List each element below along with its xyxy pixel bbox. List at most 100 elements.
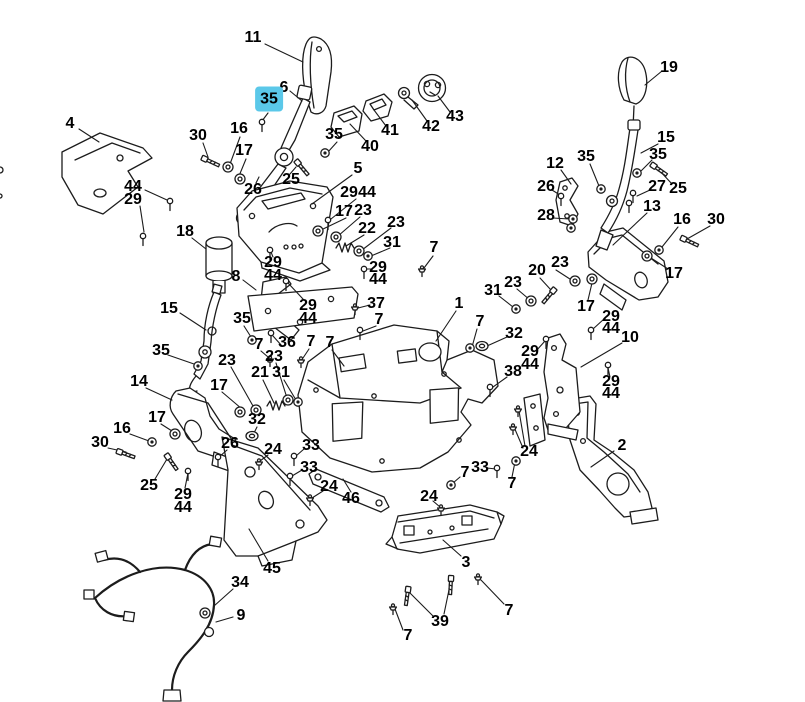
callout-7-41[interactable]: 7 [325, 334, 335, 351]
callout-17-46[interactable]: 17 [210, 377, 228, 394]
callout-16-90[interactable]: 16 [673, 211, 691, 228]
callout-32-66[interactable]: 32 [505, 325, 523, 342]
callout-22-22[interactable]: 22 [358, 220, 376, 237]
callout-5-17[interactable]: 5 [353, 160, 363, 177]
callout-12-82[interactable]: 12 [546, 155, 564, 172]
callout-35-12[interactable]: 35 [325, 126, 343, 143]
callout-7-97[interactable]: 7 [460, 464, 470, 481]
callout-26-85[interactable]: 26 [537, 178, 555, 195]
callout-7-64[interactable]: 7 [429, 239, 439, 256]
callout-29-18[interactable]: 29 [340, 184, 358, 201]
callout-44-29[interactable]: 44 [369, 271, 387, 288]
callout-24-55[interactable]: 24 [264, 441, 282, 458]
callout-29-26[interactable]: 29 [264, 254, 282, 271]
callout-23-67[interactable]: 23 [504, 274, 522, 291]
callout-19-80[interactable]: 19 [660, 59, 678, 76]
callout-23-23[interactable]: 23 [387, 214, 405, 231]
callout-16-3[interactable]: 16 [230, 120, 248, 137]
callout-21-43[interactable]: 21 [251, 364, 269, 381]
callout-29-78[interactable]: 29 [602, 373, 620, 390]
callout-4-6[interactable]: 4 [65, 115, 75, 132]
callout-9-62[interactable]: 9 [236, 607, 246, 624]
callout-31-44[interactable]: 31 [272, 364, 290, 381]
callout-17-92[interactable]: 17 [665, 265, 683, 282]
callout-44-19[interactable]: 44 [358, 184, 376, 201]
callout-44-27[interactable]: 44 [264, 267, 282, 284]
callout-17-71[interactable]: 17 [577, 298, 595, 315]
callout-7-95[interactable]: 7 [507, 475, 517, 492]
callout-25-50[interactable]: 25 [140, 477, 158, 494]
callout-17-4[interactable]: 17 [235, 142, 253, 159]
callout-7-33[interactable]: 7 [374, 311, 384, 328]
callout-25-10[interactable]: 25 [282, 171, 300, 188]
callout-35-84[interactable]: 35 [649, 146, 667, 163]
callout-30-91[interactable]: 30 [707, 211, 725, 228]
callout-32-54[interactable]: 32 [248, 411, 266, 428]
callout-16-48[interactable]: 16 [113, 420, 131, 437]
callout-15-81[interactable]: 15 [657, 129, 675, 146]
callout-6-1[interactable]: 6 [279, 79, 289, 96]
callout-26-53[interactable]: 26 [221, 435, 239, 452]
callout-33-57[interactable]: 33 [300, 459, 318, 476]
callout-31-24[interactable]: 31 [383, 234, 401, 251]
callout-23-42[interactable]: 23 [265, 348, 283, 365]
callout-42-15[interactable]: 42 [422, 118, 440, 135]
callout-31-68[interactable]: 31 [484, 282, 502, 299]
callout-29-30[interactable]: 29 [299, 297, 317, 314]
callout-24-98[interactable]: 24 [420, 488, 438, 505]
callout-45-60[interactable]: 45 [263, 560, 281, 577]
callout-13-89[interactable]: 13 [643, 198, 661, 215]
callout-30-5[interactable]: 30 [189, 127, 207, 144]
callout-25-87[interactable]: 25 [669, 180, 687, 197]
callout-44-73[interactable]: 44 [602, 320, 620, 337]
callout-39-100[interactable]: 39 [431, 613, 449, 630]
callout-7-101[interactable]: 7 [403, 627, 413, 644]
callout-27-86[interactable]: 27 [648, 178, 666, 195]
callout-17-20[interactable]: 17 [335, 203, 353, 220]
callout-23-21[interactable]: 23 [354, 202, 372, 219]
callout-29-51[interactable]: 29 [174, 486, 192, 503]
callout-34-61[interactable]: 34 [231, 574, 249, 591]
callout-46-59[interactable]: 46 [342, 490, 360, 507]
callout-7-38[interactable]: 7 [254, 336, 264, 353]
callout-11-0[interactable]: 11 [244, 29, 262, 46]
callout-30-49[interactable]: 30 [91, 434, 109, 451]
callout-33-56[interactable]: 33 [302, 437, 320, 454]
callout-29-8[interactable]: 29 [124, 191, 142, 208]
callout-20-69[interactable]: 20 [528, 262, 546, 279]
callout-18-11[interactable]: 18 [176, 223, 194, 240]
callout-38-77[interactable]: 38 [504, 363, 522, 380]
callout-3-99[interactable]: 3 [461, 554, 471, 571]
callout-7-65[interactable]: 7 [475, 313, 485, 330]
callout-23-37[interactable]: 23 [218, 352, 236, 369]
callout-44-76[interactable]: 44 [521, 356, 539, 373]
callout-35-35[interactable]: 35 [233, 310, 251, 327]
callout-26-9[interactable]: 26 [244, 181, 262, 198]
callout-28-88[interactable]: 28 [537, 207, 555, 224]
callout-35-36[interactable]: 35 [152, 342, 170, 359]
callout-17-47[interactable]: 17 [148, 409, 166, 426]
callout-35-83[interactable]: 35 [577, 148, 595, 165]
callout-44-7[interactable]: 44 [124, 178, 142, 195]
callout-29-72[interactable]: 29 [602, 308, 620, 325]
callout-23-70[interactable]: 23 [551, 254, 569, 271]
callout-43-16[interactable]: 43 [446, 108, 464, 125]
callout-33-96[interactable]: 33 [471, 459, 489, 476]
callout-44-52[interactable]: 44 [174, 499, 192, 516]
callout-24-94[interactable]: 24 [520, 443, 538, 460]
callout-44-79[interactable]: 44 [602, 385, 620, 402]
callout-40-13[interactable]: 40 [361, 138, 379, 155]
callout-7-40[interactable]: 7 [306, 333, 316, 350]
callout-44-31[interactable]: 44 [299, 310, 317, 327]
callout-29-28[interactable]: 29 [369, 259, 387, 276]
callout-29-75[interactable]: 29 [521, 343, 539, 360]
callout-24-58[interactable]: 24 [320, 478, 338, 495]
callout-35-2-highlighted[interactable]: 35 [255, 86, 283, 112]
callout-37-32[interactable]: 37 [367, 295, 385, 312]
callout-1-63[interactable]: 1 [454, 295, 464, 312]
callout-36-39[interactable]: 36 [278, 334, 296, 351]
callout-2-93[interactable]: 2 [617, 437, 627, 454]
callout-15-34[interactable]: 15 [160, 300, 178, 317]
callout-8-25[interactable]: 8 [231, 268, 241, 285]
callout-10-74[interactable]: 10 [621, 329, 639, 346]
